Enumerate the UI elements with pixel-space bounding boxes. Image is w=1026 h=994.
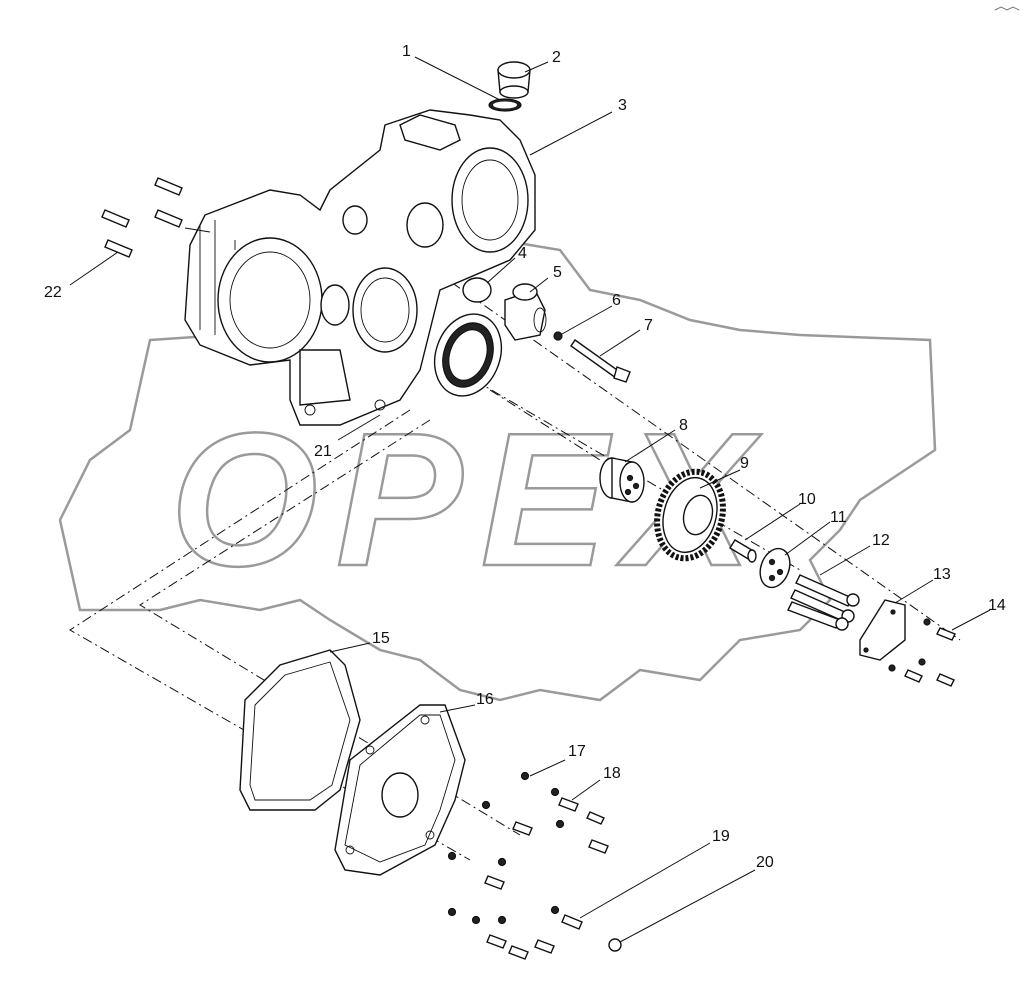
callout-6: 6 <box>612 292 621 309</box>
callout-5: 5 <box>553 264 562 281</box>
shaft-seal <box>433 313 503 397</box>
callout-4: 4 <box>518 245 527 262</box>
part-10-pin <box>729 539 757 563</box>
part-5-elbow-fitting <box>504 283 547 341</box>
part-16-front-cover <box>334 704 466 876</box>
callout-18: 18 <box>603 765 621 782</box>
watermark-logo: OPEX <box>58 238 937 702</box>
callout-16: 16 <box>476 691 494 708</box>
callout-3: 3 <box>618 97 627 114</box>
callout-15: 15 <box>372 630 390 647</box>
callout-13: 13 <box>933 566 951 583</box>
callout-11: 11 <box>830 509 847 526</box>
small-fasteners <box>447 771 622 960</box>
part-4-o-ring <box>462 277 492 303</box>
watermark-text: OPEX <box>170 394 770 606</box>
part-6-washer <box>553 331 563 341</box>
part-15-gasket <box>239 649 361 811</box>
callout-7: 7 <box>644 317 653 334</box>
callout-numbers: 1 2 3 4 5 6 7 8 9 10 11 12 13 14 15 16 1… <box>44 43 1006 871</box>
part-7-long-bolt <box>570 339 631 383</box>
part-12-bolts <box>787 574 860 631</box>
callout-14: 14 <box>988 597 1006 614</box>
part-8-hub <box>599 457 645 503</box>
part-1-o-ring <box>488 98 522 112</box>
part-2-cap <box>497 61 531 99</box>
corner-mark <box>994 6 1020 11</box>
part-21-main-housing <box>184 109 536 426</box>
callout-2: 2 <box>552 49 561 66</box>
callout-17: 17 <box>568 743 586 760</box>
part-14-screws <box>888 618 956 687</box>
part-13-cover-plate <box>859 599 906 661</box>
callout-1: 1 <box>402 43 411 60</box>
callout-9: 9 <box>740 455 749 472</box>
part-9-gear <box>654 468 726 562</box>
part-22-studs <box>101 177 183 258</box>
callout-22: 22 <box>44 284 62 301</box>
part-11-thrust-plate <box>759 547 791 589</box>
callout-21: 21 <box>314 443 332 460</box>
callout-19: 19 <box>712 828 730 845</box>
leader-lines <box>69 56 991 943</box>
callout-8: 8 <box>679 417 688 434</box>
callout-10: 10 <box>798 491 816 508</box>
callout-12: 12 <box>872 532 890 549</box>
callout-20: 20 <box>756 854 774 871</box>
